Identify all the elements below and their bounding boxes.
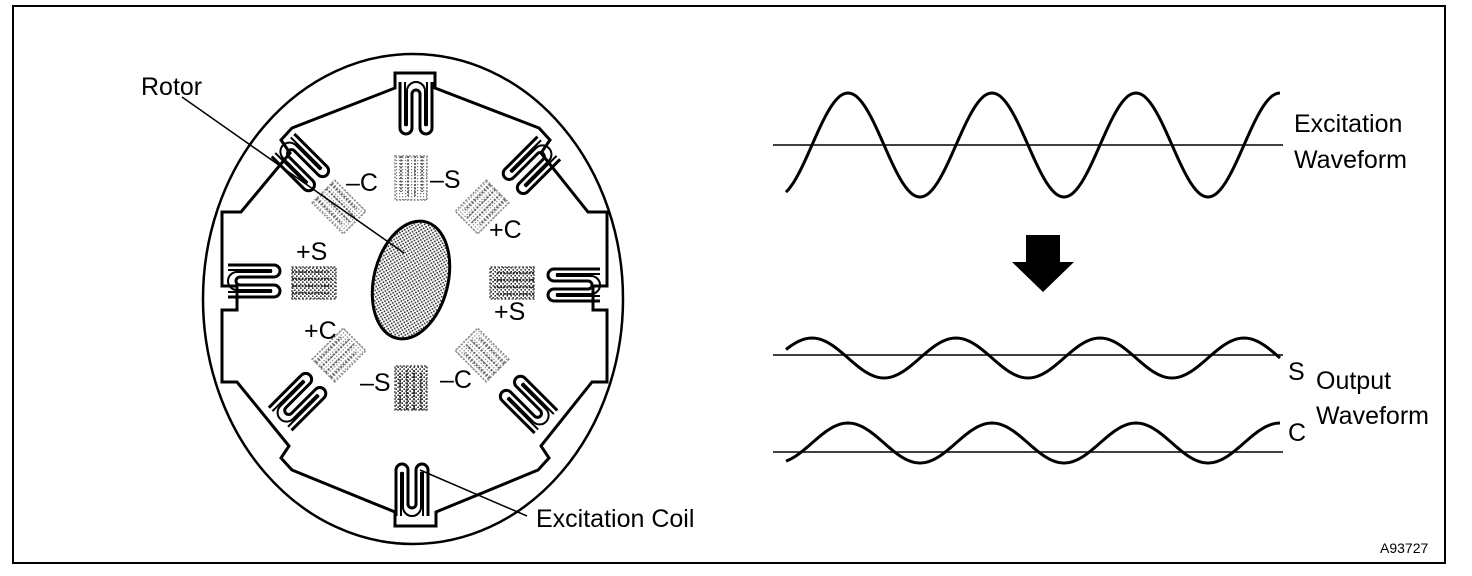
c-label: C (1288, 419, 1306, 447)
winding-label-minus-s-bottom: –S (360, 369, 391, 397)
output-waveform-label-1: Output (1316, 367, 1391, 395)
winding-label-minus-s-top: –S (430, 166, 461, 194)
excitation-waveform (784, 91, 1281, 199)
winding-label-minus-c-bottom: –C (440, 366, 472, 394)
c-output-waveform (785, 421, 1281, 465)
rotor (370, 219, 452, 341)
winding-label-plus-s-right: +S (494, 298, 525, 326)
figure-id: A93727 (1380, 540, 1428, 556)
resolver-stator (201, 52, 625, 546)
excitation-waveform-label-2: Waveform (1294, 146, 1407, 174)
excitation-waveform-label-1: Excitation (1294, 110, 1402, 138)
output-waveform-label-2: Waveform (1316, 402, 1429, 430)
s-label: S (1288, 358, 1305, 386)
coil-leader (419, 469, 528, 517)
figure-frame (12, 5, 1446, 564)
winding-label-plus-c-left: +C (304, 317, 337, 345)
rotor-leader (181, 96, 405, 254)
excitation-coil-label: Excitation Coil (536, 505, 694, 533)
s-output-waveform (785, 336, 1281, 380)
winding-label-plus-c-right: +C (489, 216, 522, 244)
winding-label-minus-c-top: –C (346, 169, 378, 197)
down-arrow-icon (1012, 235, 1074, 292)
rotor-label: Rotor (141, 73, 202, 101)
winding-label-plus-s-left: +S (296, 238, 327, 266)
